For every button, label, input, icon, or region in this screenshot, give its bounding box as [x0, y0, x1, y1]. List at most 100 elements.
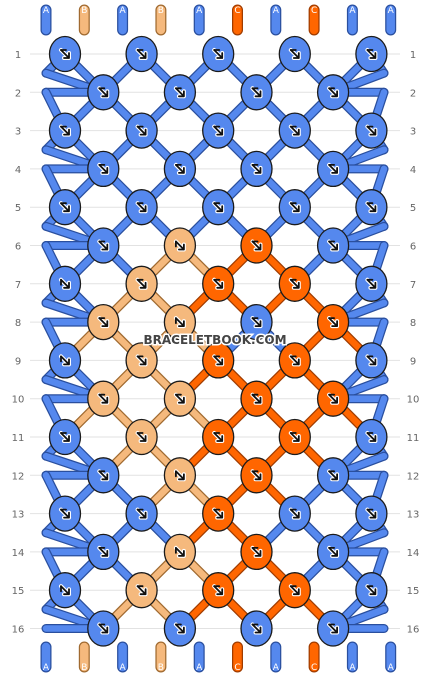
- knot: [125, 495, 158, 532]
- row-number-left: 13: [12, 510, 25, 521]
- knot-arrow-backward-icon: [251, 547, 262, 557]
- knot: [278, 572, 311, 609]
- row-number-left: 6: [15, 242, 21, 253]
- row-number-left: 16: [12, 625, 25, 636]
- row-number-left: 10: [12, 395, 25, 406]
- knot-arrow-backward-icon: [328, 623, 339, 634]
- knot: [355, 35, 388, 73]
- knot-arrow-backward-icon: [213, 355, 224, 366]
- strand-end-bottom-letter: A: [196, 663, 203, 673]
- knot-arrow-backward-icon: [289, 49, 300, 59]
- knot: [87, 74, 120, 111]
- knot-arrow-backward-icon: [136, 202, 147, 213]
- knot: [240, 227, 273, 264]
- knot: [240, 457, 273, 494]
- strand-end-top-letter: C: [311, 6, 317, 16]
- knot: [202, 342, 235, 379]
- knot: [278, 418, 311, 456]
- knot-arrow-backward-icon: [174, 393, 185, 404]
- knot: [163, 533, 197, 571]
- knot: [163, 74, 197, 111]
- row-number-left: 1: [15, 50, 21, 61]
- strand-end-top-letter: A: [388, 6, 395, 16]
- row-number-right: 13: [407, 510, 420, 521]
- knot-arrow-backward-icon: [60, 125, 70, 136]
- row-number-right: 6: [410, 242, 416, 253]
- knot: [355, 265, 388, 302]
- strand-end-top-letter: A: [273, 6, 280, 16]
- knot-arrow-backward-icon: [328, 393, 339, 404]
- knot-arrow-backward-icon: [328, 470, 339, 481]
- knot-arrow-backward-icon: [60, 202, 70, 213]
- strand-end-bottom-letter: A: [43, 663, 50, 673]
- knot-arrow-backward-icon: [251, 163, 262, 174]
- knot-arrow-backward-icon: [213, 585, 224, 596]
- row-number-left: 9: [15, 356, 21, 367]
- knot: [87, 533, 120, 571]
- row-number-right: 3: [410, 127, 416, 138]
- knot-arrow-backward-icon: [251, 393, 262, 404]
- row-number-right: 5: [410, 203, 416, 214]
- knot: [278, 495, 311, 532]
- knot-arrow-backward-icon: [60, 432, 70, 442]
- knot: [202, 418, 235, 456]
- knot-arrow-backward-icon: [289, 432, 300, 442]
- knot: [87, 303, 120, 341]
- knot: [202, 265, 235, 302]
- knot: [163, 150, 197, 188]
- knot: [48, 418, 82, 456]
- knot: [125, 35, 158, 73]
- knot: [278, 342, 311, 379]
- knot: [278, 265, 311, 302]
- row-number-left: 2: [15, 88, 21, 99]
- knot: [202, 189, 235, 226]
- knot-arrow-backward-icon: [136, 432, 147, 442]
- knot-grid: [48, 35, 388, 647]
- knot-arrow-backward-icon: [98, 470, 109, 481]
- knot: [202, 572, 235, 609]
- row-number-right: 14: [407, 548, 420, 559]
- knot: [202, 35, 235, 73]
- row-number-right: 1: [410, 50, 416, 61]
- knot: [48, 572, 82, 609]
- knot-arrow-backward-icon: [328, 163, 339, 174]
- row-number-left: 4: [15, 165, 21, 176]
- knot: [316, 150, 350, 188]
- knot: [125, 418, 158, 456]
- row-number-right: 9: [410, 356, 416, 367]
- knot: [202, 495, 235, 532]
- knot-arrow-backward-icon: [136, 125, 147, 136]
- knot: [316, 74, 350, 111]
- row-number-right: 16: [407, 625, 420, 636]
- strand-end-bottom-letter: A: [388, 663, 395, 673]
- knot: [316, 457, 350, 494]
- knot: [125, 342, 158, 379]
- knot-arrow-forward-icon: [174, 547, 185, 557]
- knot-arrow-backward-icon: [174, 87, 185, 98]
- knot-arrow-backward-icon: [366, 355, 377, 366]
- knot-arrow-backward-icon: [251, 317, 262, 328]
- knot: [125, 112, 158, 149]
- knot-arrow-backward-icon: [98, 393, 109, 404]
- knot-arrow-backward-icon: [366, 125, 377, 136]
- knot-arrow-forward-icon: [60, 278, 70, 289]
- row-number-right: 8: [410, 318, 416, 329]
- row-number-right: 4: [410, 165, 416, 176]
- knot-arrow-backward-icon: [136, 49, 147, 59]
- knot: [87, 380, 120, 417]
- knot-arrow-backward-icon: [289, 508, 300, 519]
- row-number-left: 5: [15, 203, 21, 214]
- knot-arrow-backward-icon: [328, 317, 339, 328]
- knot-arrow-backward-icon: [213, 278, 224, 289]
- row-number-right: 12: [407, 471, 420, 482]
- knot-arrow-backward-icon: [289, 125, 300, 136]
- knot: [355, 189, 388, 226]
- row-number-right: 11: [407, 433, 420, 444]
- knot-arrow-backward-icon: [98, 317, 109, 328]
- knot-arrow-backward-icon: [213, 508, 224, 519]
- knot-arrow-backward-icon: [366, 585, 377, 596]
- knot-arrow-backward-icon: [98, 547, 109, 557]
- strand-end-top-letter: C: [234, 6, 240, 16]
